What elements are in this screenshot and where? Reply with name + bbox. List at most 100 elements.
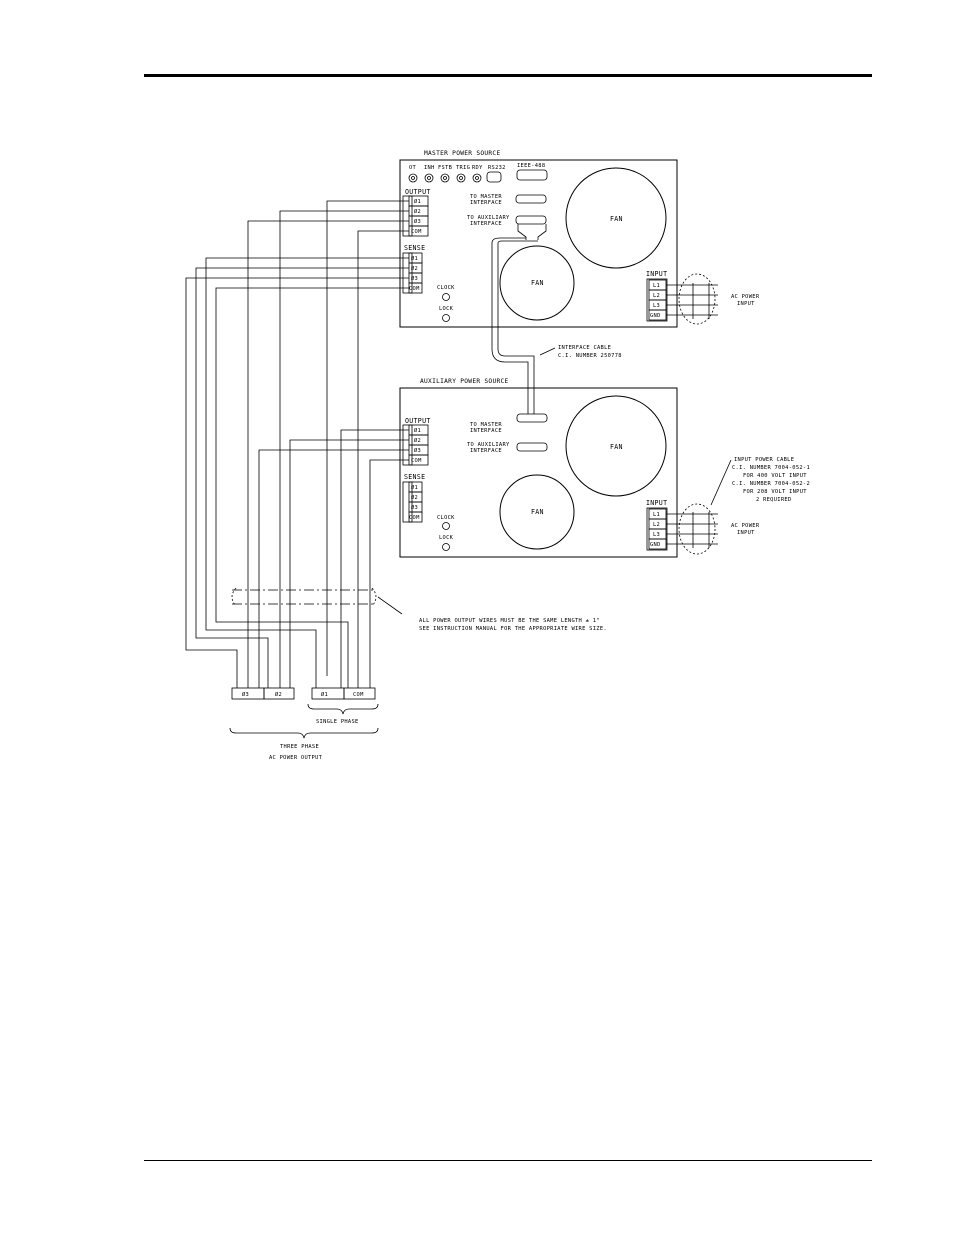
output-terminal-phi3-label: Ø3 (242, 691, 249, 698)
master-sense-phi1: Ø1 (411, 255, 418, 262)
master-sense-wires (185, 257, 409, 688)
master-sense-phi3: Ø3 (411, 275, 418, 282)
aux-input-label: INPUT (646, 499, 667, 507)
aux-ac-input-label-2: INPUT (737, 530, 755, 536)
master-lock-connector (442, 314, 450, 322)
aux-ac-input-wires (666, 503, 718, 555)
aux-to-aux-2: INTERFACE (470, 448, 502, 454)
auxiliary-power-source: AUXILIARY POWER SOURCE TO MASTER INTERFA… (399, 378, 760, 558)
aux-input-l1: L1 (653, 512, 660, 518)
master-input-gnd: GND (650, 313, 661, 319)
three-phase-brace (229, 727, 379, 739)
aux-sense-label: SENSE (404, 473, 425, 481)
master-fan-small (499, 245, 575, 321)
master-output-label: OUTPUT (405, 188, 431, 196)
aux-sense-com: COM (409, 515, 420, 521)
master-output-phi3: Ø3 (414, 218, 421, 225)
aux-sense-phi2: Ø2 (411, 494, 418, 501)
master-sense-label: SENSE (404, 244, 425, 252)
three-phase-terminals (231, 687, 295, 700)
master-to-master-connector (515, 194, 547, 204)
aux-input-l2: L2 (653, 522, 660, 528)
master-input-l1: L1 (653, 283, 660, 289)
aux-lock-label: LOCK (439, 535, 454, 541)
master-ac-input-label-2: INPUT (737, 301, 755, 307)
master-fan-large-label: FAN (610, 215, 623, 223)
aux-output-label: OUTPUT (405, 417, 431, 425)
aux-input-l3: L3 (653, 532, 660, 538)
aux-fan-small-label: FAN (531, 508, 544, 516)
master-chassis (399, 159, 678, 328)
aux-output-phi3: Ø3 (414, 447, 421, 454)
header-rule (144, 74, 872, 77)
footer-rule (144, 1160, 872, 1161)
aux-to-aux-1: TO AUXILIARY (467, 442, 510, 448)
master-input-label: INPUT (646, 270, 667, 278)
aux-clock-label: CLOCK (437, 515, 455, 521)
master-fan-small-label: FAN (531, 279, 544, 287)
master-input-bracket (646, 278, 668, 322)
master-ac-input-wires (666, 273, 718, 325)
master-port-inh: INH (424, 165, 435, 171)
aux-to-master-2: INTERFACE (470, 428, 502, 434)
wire-note-1: ALL POWER OUTPUT WIRES MUST BE THE SAME … (419, 618, 600, 624)
master-port-ieee: IEEE-488 (517, 163, 545, 169)
single-phase-label: SINGLE PHASE (316, 719, 359, 725)
master-clock-connector (442, 293, 450, 301)
master-to-aux-connector (515, 215, 547, 225)
interface-cable-label-1: INTERFACE CABLE (558, 345, 611, 351)
master-input-l2: L2 (653, 293, 660, 299)
master-output-com: COM (411, 229, 422, 235)
master-to-master-2: INTERFACE (470, 200, 502, 206)
output-terminal-phi1-label: Ø1 (321, 691, 328, 698)
master-to-master-1: TO MASTER (470, 194, 502, 200)
aux-to-master-1: TO MASTER (470, 422, 502, 428)
master-ac-input-label-1: AC POWER (731, 294, 760, 300)
master-output-wires (247, 200, 409, 688)
aux-output-phi1: Ø1 (414, 427, 421, 434)
master-port-ot: OT (409, 165, 417, 171)
interface-cable-label-2: C.I. NUMBER 250778 (558, 353, 622, 359)
master-input-l3: L3 (653, 303, 660, 309)
master-port-trig: TRIG (456, 165, 470, 171)
master-lock-label: LOCK (439, 306, 454, 312)
three-phase-label-1: THREE PHASE (280, 744, 319, 750)
master-power-source: MASTER POWER SOURCE OT INH FSTB TRIG RDY… (399, 150, 760, 328)
master-clock-label: CLOCK (437, 285, 455, 291)
master-port-rdy: RDY (472, 165, 483, 171)
three-phase-label-2: AC POWER OUTPUT (269, 755, 323, 761)
wire-length-bundle (231, 587, 403, 615)
master-to-aux-2: INTERFACE (470, 221, 502, 227)
input-cable-note-3: FOR 400 VOLT INPUT (743, 473, 807, 479)
master-title: MASTER POWER SOURCE (424, 150, 500, 157)
input-cable-note-6: 2 REQUIRED (756, 497, 791, 503)
single-phase-terminals (311, 687, 376, 700)
aux-sense-phi3: Ø3 (411, 504, 418, 511)
aux-sense-terminal (408, 511, 423, 523)
input-cable-note-5: FOR 208 VOLT INPUT (743, 489, 807, 495)
aux-fan-small (499, 474, 575, 550)
master-port-rs232: RS232 (488, 165, 506, 171)
aux-lock-connector (442, 543, 450, 551)
input-cable-note-2: C.I. NUMBER 7004-052-1 (732, 465, 810, 471)
aux-ac-input-label-1: AC POWER (731, 523, 760, 529)
aux-output-com: COM (411, 458, 422, 464)
aux-to-aux-connector (516, 442, 548, 452)
aux-output-phi2: Ø2 (414, 437, 421, 444)
master-bnc-connectors (408, 169, 548, 183)
aux-chassis (399, 387, 678, 558)
wire-note-2: SEE INSTRUCTION MANUAL FOR THE APPROPRIA… (419, 626, 607, 632)
aux-fan-large (565, 395, 667, 497)
master-to-aux-1: TO AUXILIARY (467, 215, 510, 221)
output-terminal-com-label: COM (353, 692, 364, 698)
aux-title: AUXILIARY POWER SOURCE (420, 378, 509, 385)
input-cable-note-1: INPUT POWER CABLE (734, 457, 794, 463)
aux-output-wires (258, 429, 409, 688)
aux-input-gnd: GND (650, 542, 661, 548)
single-phase-brace (307, 703, 379, 715)
master-port-fstb: FSTB (438, 165, 452, 171)
aux-clock-connector (442, 522, 450, 530)
master-sense-phi2: Ø2 (411, 265, 418, 272)
master-output-phi1: Ø1 (414, 198, 421, 205)
